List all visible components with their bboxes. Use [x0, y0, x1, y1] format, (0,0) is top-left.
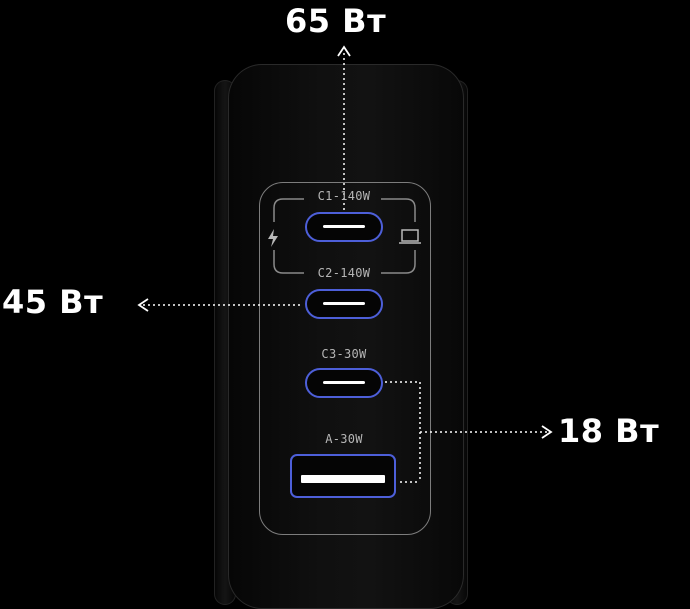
c1-c2-bracket-right [381, 198, 416, 222]
usb-c3-port [305, 368, 383, 398]
laptop-icon [399, 229, 421, 244]
usb-c1-slot [323, 225, 365, 228]
right-arrowhead [541, 425, 553, 439]
left-wattage-callout: 45 Вт [2, 283, 104, 321]
usb-a-port [290, 454, 396, 498]
usb-c2-slot [323, 302, 365, 305]
c1-c2-bracket-bottom-right [381, 250, 416, 274]
port-panel [259, 182, 431, 535]
c1-c2-bracket [273, 198, 304, 222]
top-arrowhead [337, 45, 351, 57]
usb-c1-port [305, 212, 383, 242]
c1-port-label: C1-140W [317, 189, 371, 203]
c3-port-label: C3-30W [321, 347, 367, 361]
usb-a-slot [301, 475, 385, 483]
usb-c2-port [305, 289, 383, 319]
c1-c2-bracket-bottom-left [273, 250, 304, 274]
c2-port-label: C2-140W [317, 266, 371, 280]
usb-c3-slot [323, 381, 365, 384]
top-wattage-callout: 65 Вт [285, 2, 387, 40]
lightning-bolt-icon [268, 229, 278, 247]
right-wattage-callout: 18 Вт [558, 412, 660, 450]
left-arrowhead [137, 298, 149, 312]
a-port-label: A-30W [325, 432, 363, 446]
